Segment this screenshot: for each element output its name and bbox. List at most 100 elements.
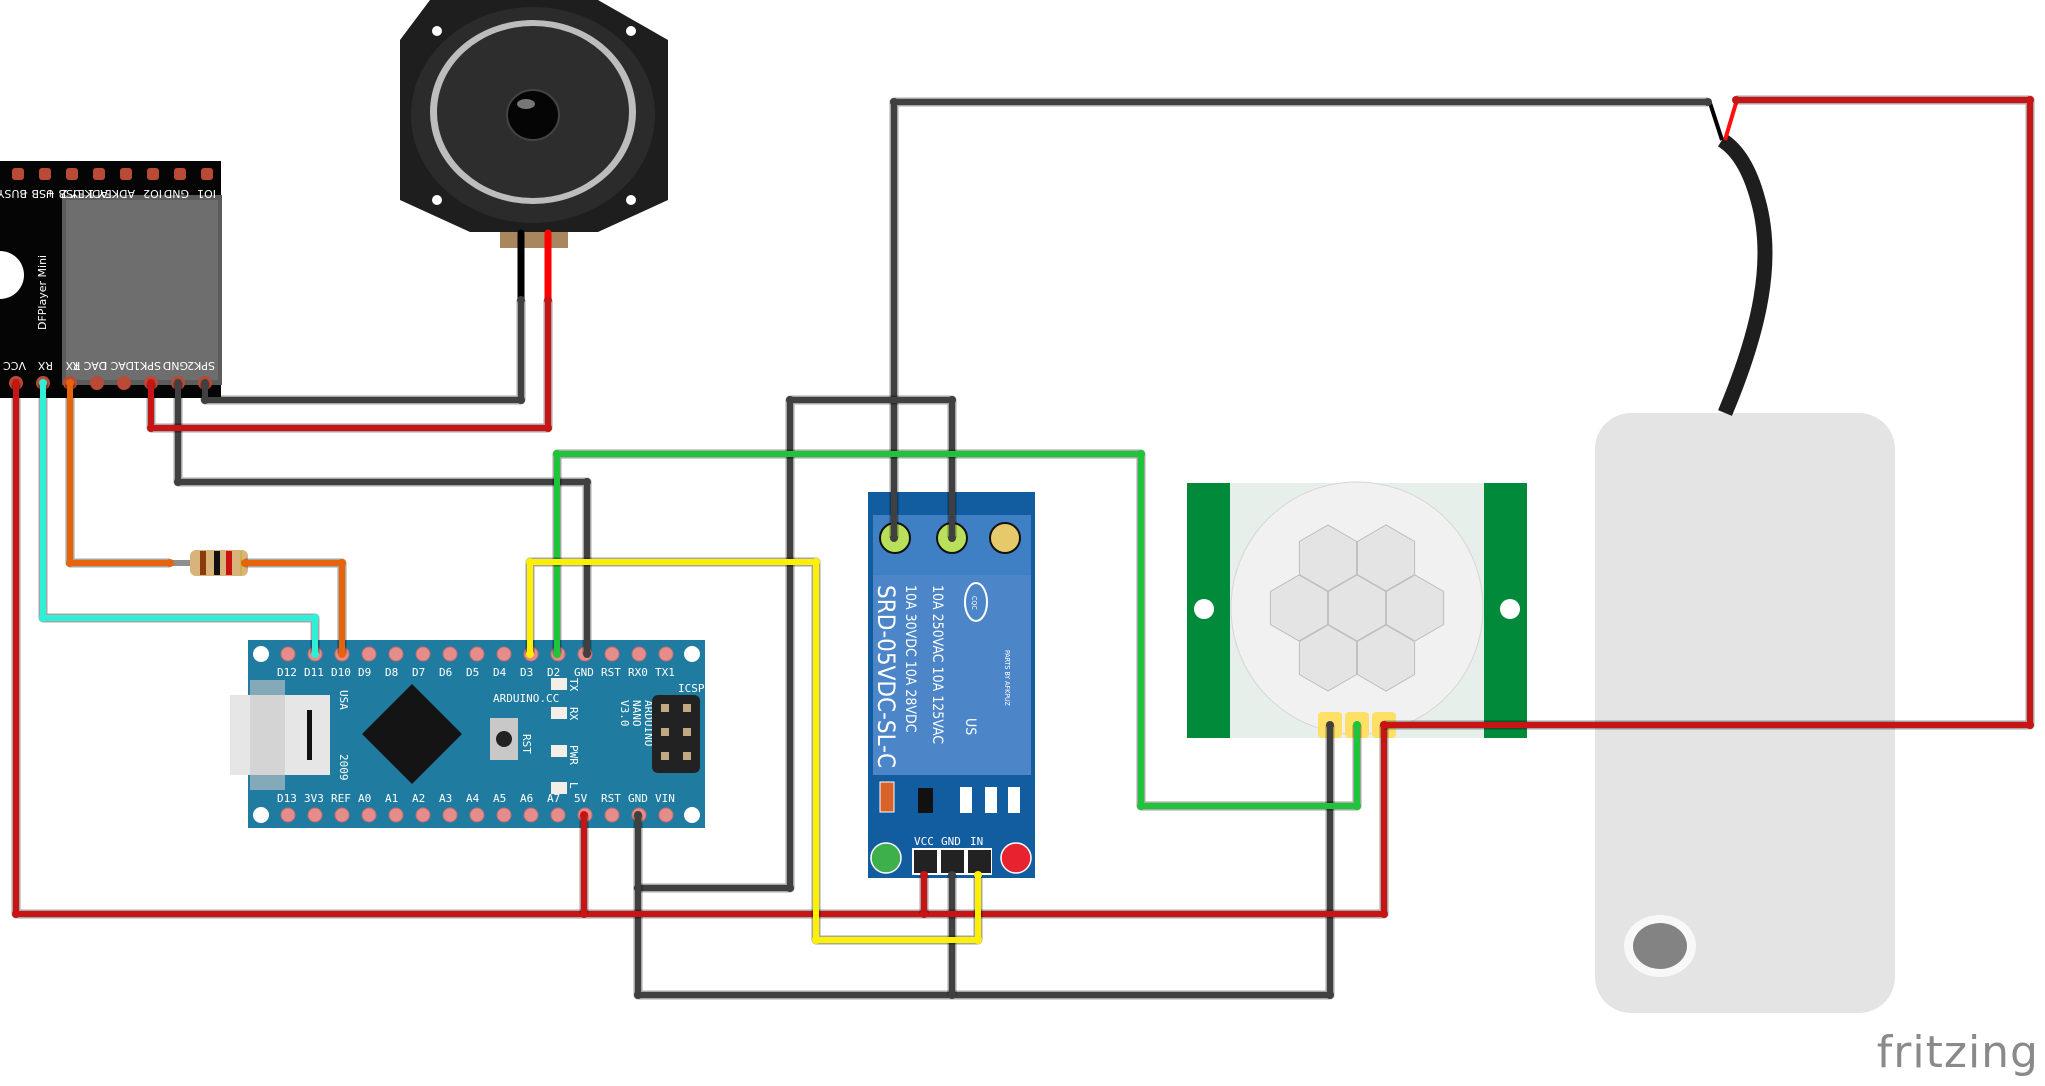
dfplayer-pin[interactable] xyxy=(39,168,51,180)
dfplayer-pin[interactable] xyxy=(201,168,213,180)
wire-df-rx-to-d11[interactable] xyxy=(40,383,318,654)
arduino-pin[interactable] xyxy=(658,807,674,823)
wire-bendpoint[interactable] xyxy=(12,379,20,387)
wire-bendpoint[interactable] xyxy=(1353,721,1361,729)
icsp-pin[interactable] xyxy=(661,752,669,760)
wire-bendpoint[interactable] xyxy=(920,910,928,918)
wire-spk2-to-speaker[interactable] xyxy=(202,300,524,403)
wire-bendpoint[interactable] xyxy=(338,559,346,567)
wire-df-gnd-to-nano-gnd[interactable] xyxy=(175,383,590,654)
wire-bendpoint[interactable] xyxy=(786,396,794,404)
wire-bendpoint[interactable] xyxy=(174,478,182,486)
wire-bendpoint[interactable] xyxy=(948,396,956,404)
wire-bendpoint[interactable] xyxy=(517,396,525,404)
resistor[interactable] xyxy=(170,550,248,576)
wire-bendpoint[interactable] xyxy=(553,650,561,658)
wire-bendpoint[interactable] xyxy=(583,478,591,486)
wire-bendpoint[interactable] xyxy=(2026,721,2034,729)
dfplayer-pin[interactable] xyxy=(90,376,104,390)
wires[interactable] xyxy=(11,95,2035,1000)
arduino-pin[interactable] xyxy=(388,646,404,662)
wire-bendpoint[interactable] xyxy=(517,296,525,304)
wire-bendpoint[interactable] xyxy=(12,910,20,918)
wire-bendpoint[interactable] xyxy=(526,558,534,566)
wire-bendpoint[interactable] xyxy=(338,650,346,658)
arduino-pin[interactable] xyxy=(334,807,350,823)
wire-bendpoint[interactable] xyxy=(39,379,47,387)
wire-vcc-bus[interactable] xyxy=(13,383,1387,917)
arduino-pin[interactable] xyxy=(631,646,647,662)
wire-bendpoint[interactable] xyxy=(1137,450,1145,458)
wire-bendpoint[interactable] xyxy=(890,98,898,106)
wire-bendpoint[interactable] xyxy=(66,559,74,567)
arduino-pin[interactable] xyxy=(415,807,431,823)
wire-bendpoint[interactable] xyxy=(147,379,155,387)
wire-bendpoint[interactable] xyxy=(311,650,319,658)
terminal-screw-no[interactable] xyxy=(989,522,1021,554)
wire-relay-nc-to-adapter[interactable] xyxy=(891,99,1708,538)
wire-bendpoint[interactable] xyxy=(66,379,74,387)
speaker[interactable] xyxy=(400,0,668,304)
wire-bendpoint[interactable] xyxy=(812,936,820,944)
wire-bendpoint[interactable] xyxy=(201,379,209,387)
arduino-pin[interactable] xyxy=(550,807,566,823)
dfplayer-pin[interactable] xyxy=(93,168,105,180)
wire-bendpoint[interactable] xyxy=(201,396,209,404)
arduino-pin[interactable] xyxy=(280,646,296,662)
icsp-pin[interactable] xyxy=(683,752,691,760)
wire-bendpoint[interactable] xyxy=(241,559,249,567)
wire-d2-to-pir-out[interactable] xyxy=(554,451,1360,809)
icsp-pin[interactable] xyxy=(683,704,691,712)
wire-bendpoint[interactable] xyxy=(553,450,561,458)
relay-pin-gnd[interactable] xyxy=(941,850,964,873)
wire-bendpoint[interactable] xyxy=(166,559,174,567)
arduino-pin[interactable] xyxy=(604,807,620,823)
power-adapter[interactable] xyxy=(1595,102,1895,1013)
wire-bendpoint[interactable] xyxy=(948,534,956,542)
wire-bendpoint[interactable] xyxy=(634,991,642,999)
wire-bendpoint[interactable] xyxy=(544,424,552,432)
arduino-pin[interactable] xyxy=(280,807,296,823)
wire-bendpoint[interactable] xyxy=(1380,910,1388,918)
arduino-pin[interactable] xyxy=(469,807,485,823)
wire-spk1-to-speaker[interactable] xyxy=(148,300,551,431)
wire-bendpoint[interactable] xyxy=(974,871,982,879)
dfplayer-pin[interactable] xyxy=(117,376,131,390)
dfplayer-pin[interactable] xyxy=(120,168,132,180)
wire-bendpoint[interactable] xyxy=(1326,721,1334,729)
arduino-pin[interactable] xyxy=(496,646,512,662)
arduino-pin[interactable] xyxy=(442,646,458,662)
icsp-pin[interactable] xyxy=(661,704,669,712)
wire-bendpoint[interactable] xyxy=(580,910,588,918)
wire-bendpoint[interactable] xyxy=(583,650,591,658)
wire-pir-vcc-to-adapter[interactable] xyxy=(1384,97,2033,728)
wire-bendpoint[interactable] xyxy=(544,296,552,304)
arduino-pin[interactable] xyxy=(361,646,377,662)
wire-bendpoint[interactable] xyxy=(526,650,534,658)
dfplayer-pin[interactable] xyxy=(66,168,78,180)
wire-bendpoint[interactable] xyxy=(1137,802,1145,810)
relay-pin-vcc[interactable] xyxy=(914,850,937,873)
wire-bendpoint[interactable] xyxy=(1326,991,1334,999)
pir-sensor[interactable] xyxy=(1187,481,1527,738)
wire-d3-to-relay-in[interactable] xyxy=(527,559,981,943)
dfplayer-pin[interactable] xyxy=(12,168,24,180)
wire-bendpoint[interactable] xyxy=(920,871,928,879)
wire-gnd-bus[interactable] xyxy=(635,725,1333,998)
wire-bendpoint[interactable] xyxy=(890,534,898,542)
wire-bendpoint[interactable] xyxy=(174,379,182,387)
icsp-pin[interactable] xyxy=(683,728,691,736)
icsp-pin[interactable] xyxy=(661,728,669,736)
arduino-pin[interactable] xyxy=(442,807,458,823)
wire-bendpoint[interactable] xyxy=(812,558,820,566)
dfplayer-pin[interactable] xyxy=(147,168,159,180)
wire-bendpoint[interactable] xyxy=(948,991,956,999)
arduino-pin[interactable] xyxy=(361,807,377,823)
arduino-pin[interactable] xyxy=(523,807,539,823)
relay-module[interactable]: SRD-05VDC-SL-C 10A 250VAC 10A 125VAC 10A… xyxy=(868,492,1035,878)
arduino-pin[interactable] xyxy=(496,807,512,823)
wire-bendpoint[interactable] xyxy=(1732,96,1740,104)
wire-bendpoint[interactable] xyxy=(634,811,642,819)
